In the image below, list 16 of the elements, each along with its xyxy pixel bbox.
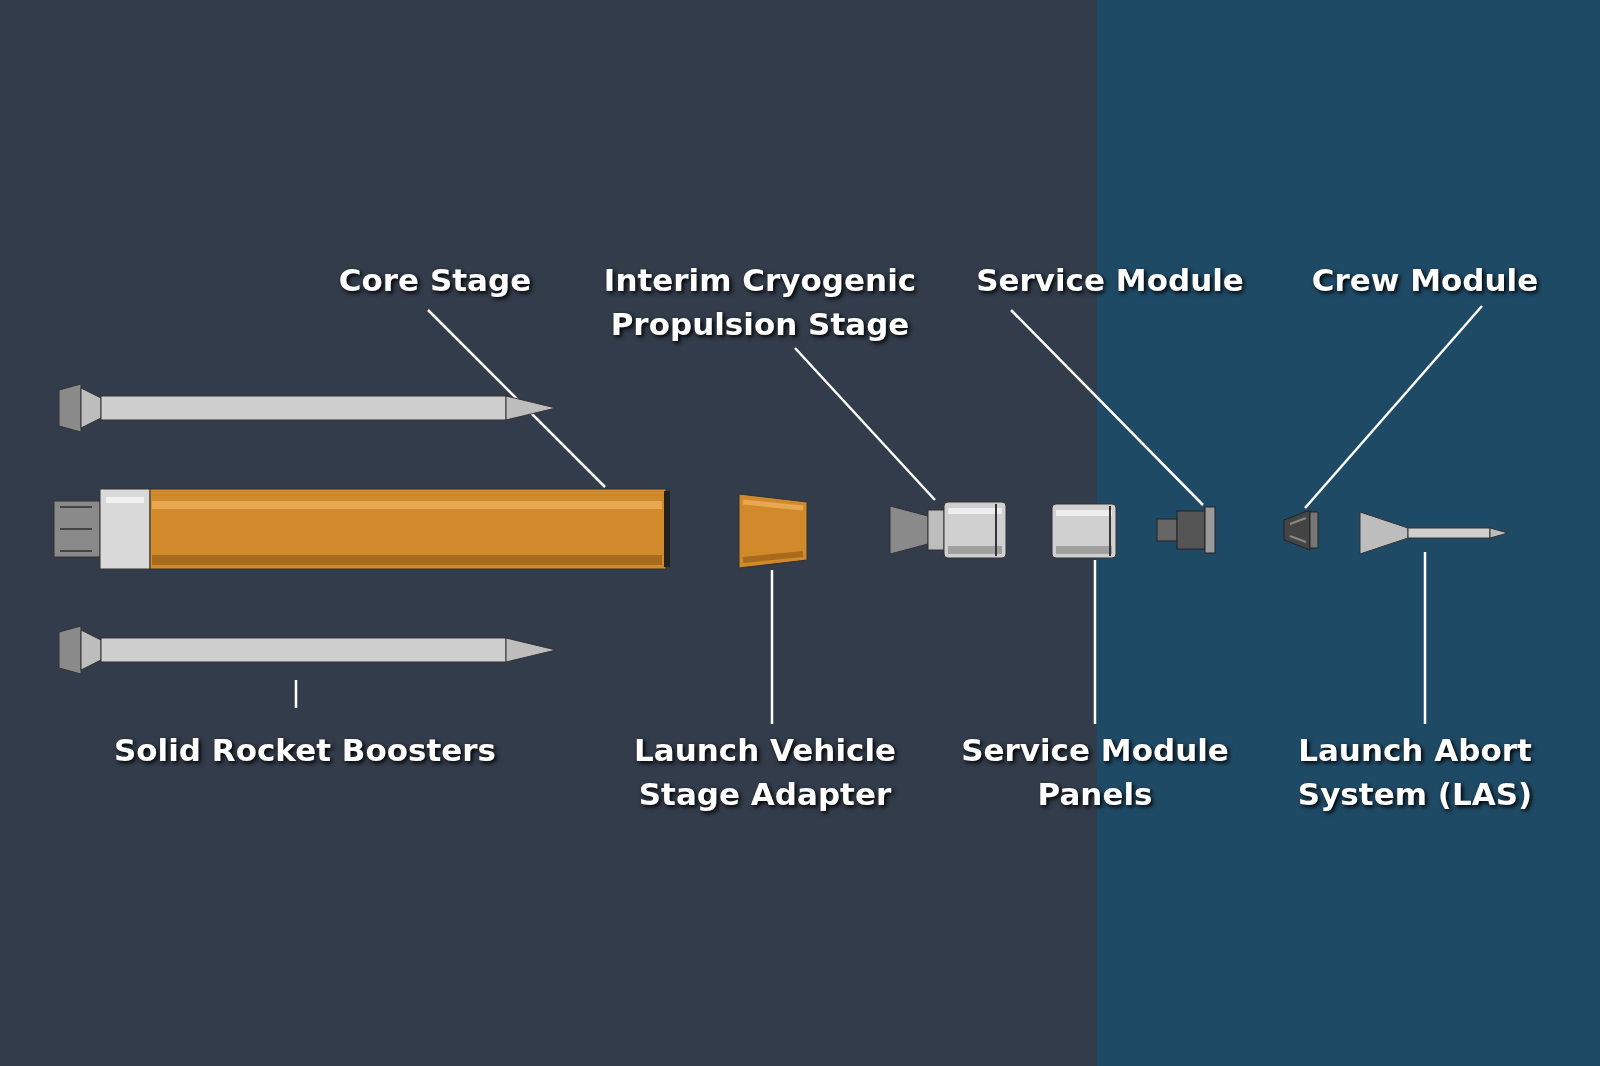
part-label: Launch Abort System (LAS) bbox=[1270, 728, 1560, 816]
leader-line bbox=[294, 680, 298, 708]
leader-line bbox=[427, 309, 606, 488]
leader-line bbox=[770, 570, 774, 724]
leader-line bbox=[1304, 305, 1483, 509]
part-label: Launch Vehicle Stage Adapter bbox=[610, 728, 920, 816]
part-label: Solid Rocket Boosters bbox=[100, 728, 510, 772]
part-label: Service Module bbox=[955, 258, 1265, 302]
leader-line bbox=[1093, 560, 1097, 724]
leader-line bbox=[1010, 309, 1204, 506]
part-label: Interim Cryogenic Propulsion Stage bbox=[580, 258, 940, 346]
part-label: Crew Module bbox=[1290, 258, 1560, 302]
part-label: Service Module Panels bbox=[940, 728, 1250, 816]
part-label: Core Stage bbox=[315, 258, 555, 302]
leader-line bbox=[794, 347, 936, 501]
leader-line bbox=[1423, 552, 1427, 724]
